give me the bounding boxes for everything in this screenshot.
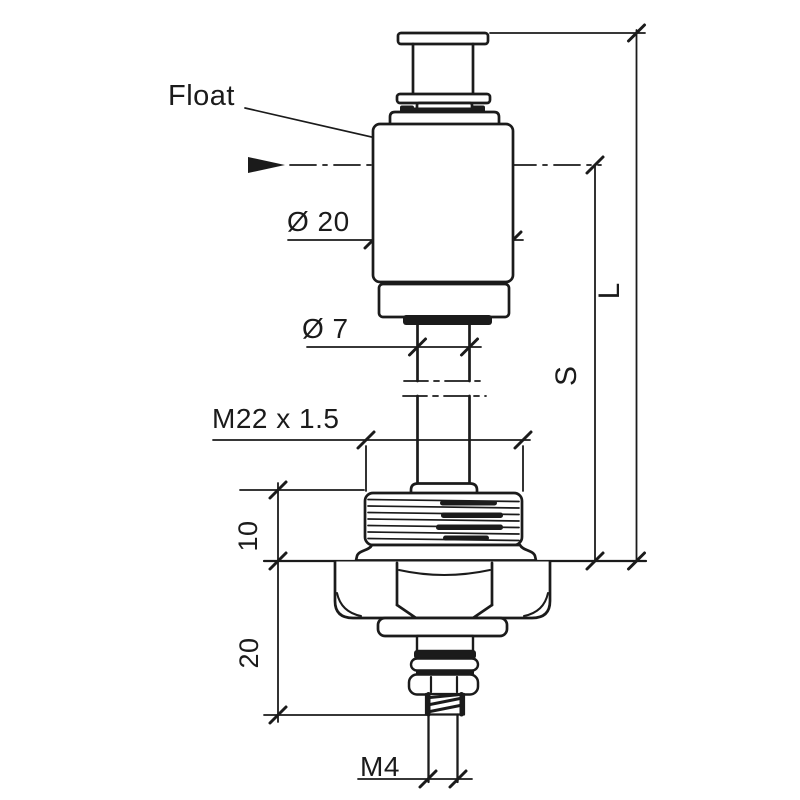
float-body (371, 122, 515, 325)
s-length-label: S (550, 366, 583, 386)
retaining-rings (409, 634, 480, 676)
guide-tube (402, 323, 487, 495)
small-hex-nut (407, 673, 480, 696)
float-label: Float (168, 80, 235, 112)
dim-diameter-7 (306, 337, 482, 357)
dim-heights-10-20 (239, 480, 429, 725)
washer (376, 616, 509, 638)
diameter-7-label: Ø 7 (302, 313, 349, 344)
l-length-label: L (593, 283, 626, 300)
dim-switch-length-S (585, 155, 605, 571)
threaded-bushing (354, 491, 538, 562)
height-10-label: 10 (233, 520, 263, 551)
hex-nut (333, 560, 552, 620)
dim-bushing-thread-m22 (212, 430, 533, 492)
m4-stud (424, 692, 466, 784)
diameter-20-label: Ø 20 (287, 206, 350, 237)
height-20-label: 20 (234, 637, 264, 668)
dim-stud-thread-m4 (357, 769, 473, 789)
m4-thread-label: M4 (360, 751, 400, 782)
float-top-cap (388, 31, 501, 127)
m22-thread-label: M22 x 1.5 (212, 403, 339, 434)
dim-overall-length-L (489, 23, 646, 571)
